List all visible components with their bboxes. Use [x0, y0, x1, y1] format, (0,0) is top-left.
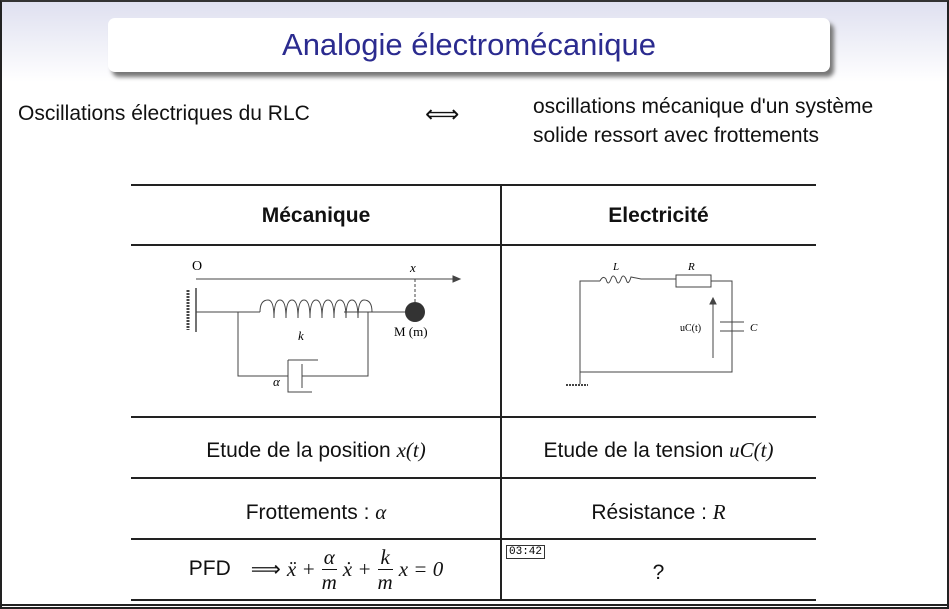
- axis-label: x: [409, 260, 416, 275]
- friction-text: Frottements :: [245, 501, 376, 524]
- elec-row-resistance: Résistance : R: [501, 500, 816, 525]
- elec-row-unknown: ?: [652, 561, 665, 584]
- left-statement: Oscillations électriques du RLC: [18, 102, 310, 125]
- table-rule: [131, 538, 816, 540]
- mech-row-friction: Frottements : α: [131, 500, 501, 525]
- equivalence-symbol: ⟺: [425, 101, 460, 128]
- position-math: x(t): [396, 438, 426, 462]
- friction-math: α: [375, 500, 387, 524]
- header-electricite: Electricité: [608, 204, 709, 227]
- column-divider: [500, 185, 502, 600]
- origin-label: O: [192, 259, 202, 274]
- table-rule: [131, 416, 816, 418]
- eq-term-a: ẍ +: [286, 556, 316, 581]
- table-rule: [131, 599, 816, 601]
- table-rule: [131, 244, 816, 246]
- voltage-text: Etude de la tension: [543, 439, 730, 462]
- elec-row-voltage: Etude de la tension uC(t): [501, 438, 816, 463]
- mech-row-position: Etude de la position x(t): [131, 438, 501, 463]
- eq-term-b: ẋ +: [342, 556, 372, 581]
- resistance-text: Résistance :: [591, 501, 713, 524]
- table-rule: [131, 184, 816, 186]
- resistor-label: R: [687, 261, 695, 273]
- voltage-label: uC(t): [680, 323, 701, 334]
- resistance-math: R: [712, 500, 726, 524]
- slide-title: Analogie électromécanique: [282, 27, 656, 62]
- rlc-circuit-diagram: L R C uC(t): [566, 261, 758, 386]
- eq-term-c: x = 0: [398, 556, 444, 581]
- pfd-label: PFD: [188, 557, 231, 580]
- inductor-label: L: [612, 261, 619, 273]
- voltage-math: uC(t): [729, 438, 774, 462]
- right-statement: oscillations mécanique d'un système soli…: [533, 95, 874, 147]
- player-seek-bar[interactable]: [0, 604, 949, 606]
- title-box: Analogie électromécanique: [108, 18, 830, 72]
- implies-symbol: ⟹: [250, 557, 281, 581]
- mass-ball-icon: [405, 302, 425, 322]
- position-text: Etude de la position: [206, 439, 397, 462]
- mass-label: M (m): [394, 324, 428, 339]
- header-mecanique: Mécanique: [261, 204, 371, 227]
- capacitor-label: C: [750, 322, 758, 334]
- damper-label: α: [273, 374, 281, 389]
- mass-spring-damper-diagram: O x k α M (m): [186, 259, 462, 393]
- spring-label: k: [298, 328, 304, 343]
- timestamp-tooltip: 03:42: [506, 545, 546, 559]
- table-rule: [131, 477, 816, 479]
